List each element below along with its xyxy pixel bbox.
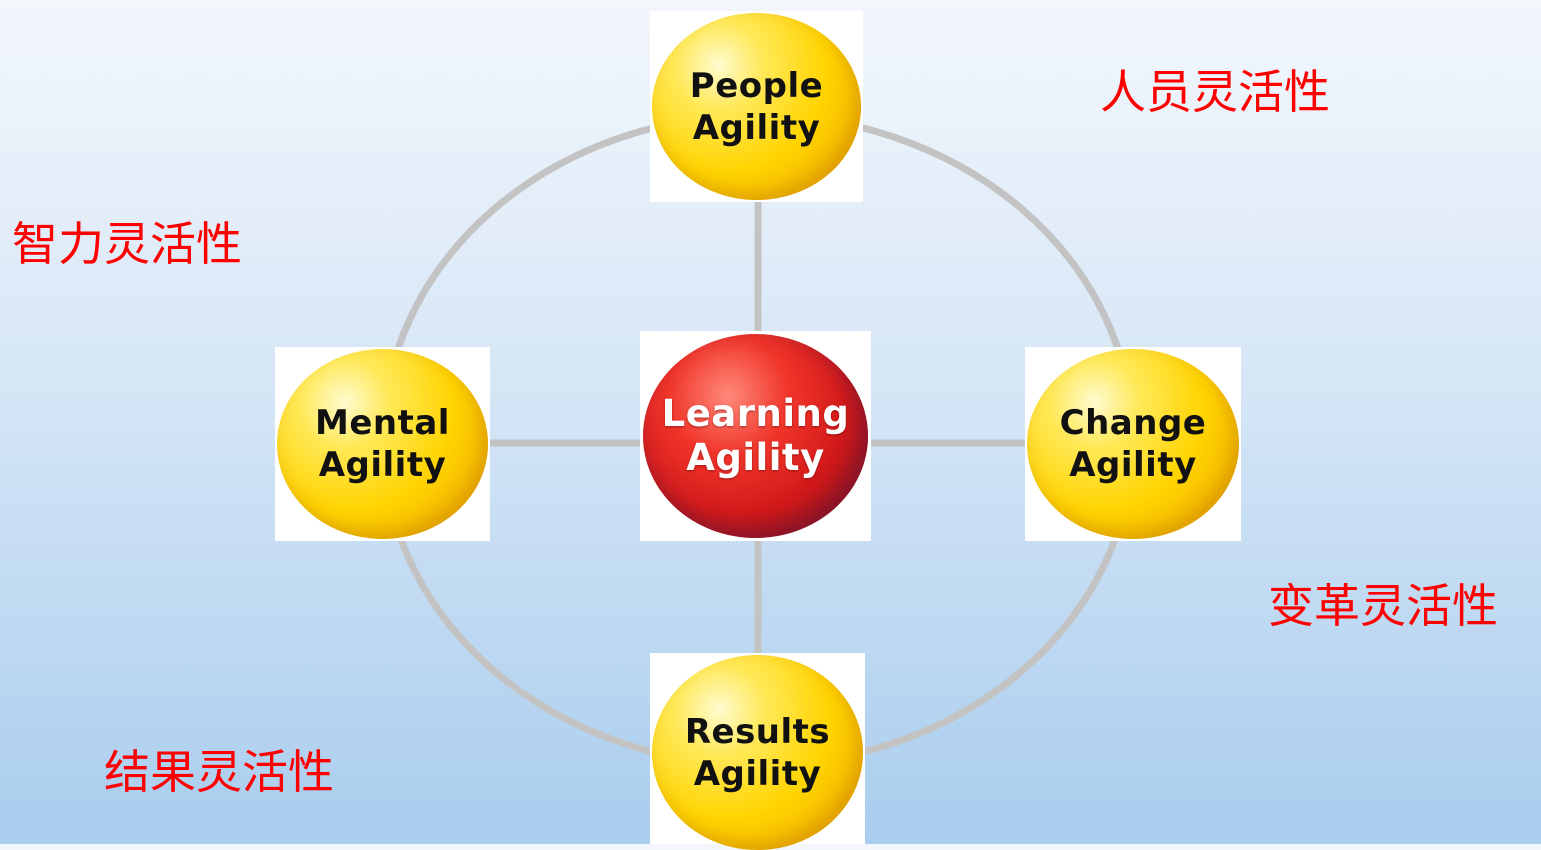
mental-agility-node: Mental Agility bbox=[275, 347, 490, 541]
people-agility-cn-label: 人员灵活性 bbox=[1100, 65, 1330, 119]
learning-agility-label: Learning Agility bbox=[661, 392, 850, 479]
change-agility-label: Change Agility bbox=[1059, 403, 1207, 485]
results-agility-node: Results Agility bbox=[650, 653, 865, 850]
results-agility-cn-label: 结果灵活性 bbox=[104, 745, 334, 799]
results-agility-label: Results Agility bbox=[684, 711, 831, 794]
change-agility-node: Change Agility bbox=[1025, 347, 1241, 541]
people-agility-label: People Agility bbox=[689, 65, 824, 148]
learning-agility-node: Learning Agility bbox=[640, 331, 871, 541]
learning-agility-sphere: Learning Agility bbox=[643, 334, 868, 538]
mental-agility-sphere: Mental Agility bbox=[277, 349, 488, 539]
people-agility-node: People Agility bbox=[650, 11, 863, 202]
mental-agility-cn-label: 智力灵活性 bbox=[12, 217, 242, 271]
people-agility-sphere: People Agility bbox=[652, 13, 861, 200]
results-agility-sphere: Results Agility bbox=[652, 655, 863, 850]
mental-agility-label: Mental Agility bbox=[315, 403, 450, 485]
change-agility-sphere: Change Agility bbox=[1027, 349, 1239, 539]
change-agility-cn-label: 变革灵活性 bbox=[1268, 579, 1498, 633]
